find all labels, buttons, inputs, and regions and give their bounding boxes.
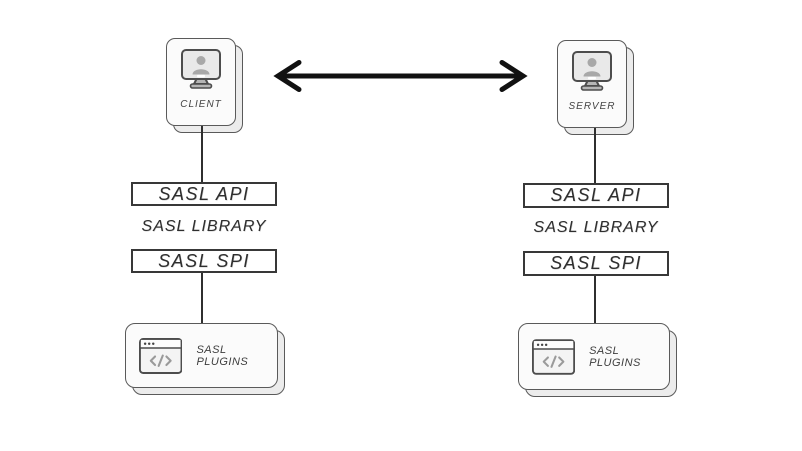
server-sasl-spi-box: SASL SPI xyxy=(523,251,669,276)
server-node-label: SERVER xyxy=(568,101,616,112)
client-sasl-library-label: SASL LIBRARY xyxy=(141,218,267,235)
client-connector-spi-plugins xyxy=(201,273,203,323)
server-sasl-library-label: SASL LIBRARY xyxy=(533,219,659,236)
monitor-user-icon xyxy=(572,51,612,91)
client-sasl-spi-box: SASL SPI xyxy=(131,249,277,273)
client-sasl-api-box: SASL API xyxy=(131,182,277,206)
server-sasl-api-box: SASL API xyxy=(523,183,669,208)
code-window-icon xyxy=(139,337,183,374)
server-connector-node-api xyxy=(594,128,596,183)
client-node-label: CLIENT xyxy=(180,99,222,110)
server-plugins-label: SASL PLUGINS xyxy=(589,344,641,369)
monitor-user-icon xyxy=(181,49,221,89)
client-plugins-card: SASL PLUGINS xyxy=(125,323,278,388)
server-plugins-card: SASL PLUGINS xyxy=(518,323,670,390)
client-node-card: CLIENT xyxy=(166,38,236,126)
code-window-icon xyxy=(532,338,576,375)
client-plugins-label: SASL PLUGINS xyxy=(196,343,249,368)
client-connector-node-api xyxy=(201,126,203,182)
server-node-card: SERVER xyxy=(557,40,627,128)
server-connector-spi-plugins xyxy=(594,276,596,323)
double-headed-arrow-icon xyxy=(273,60,528,92)
